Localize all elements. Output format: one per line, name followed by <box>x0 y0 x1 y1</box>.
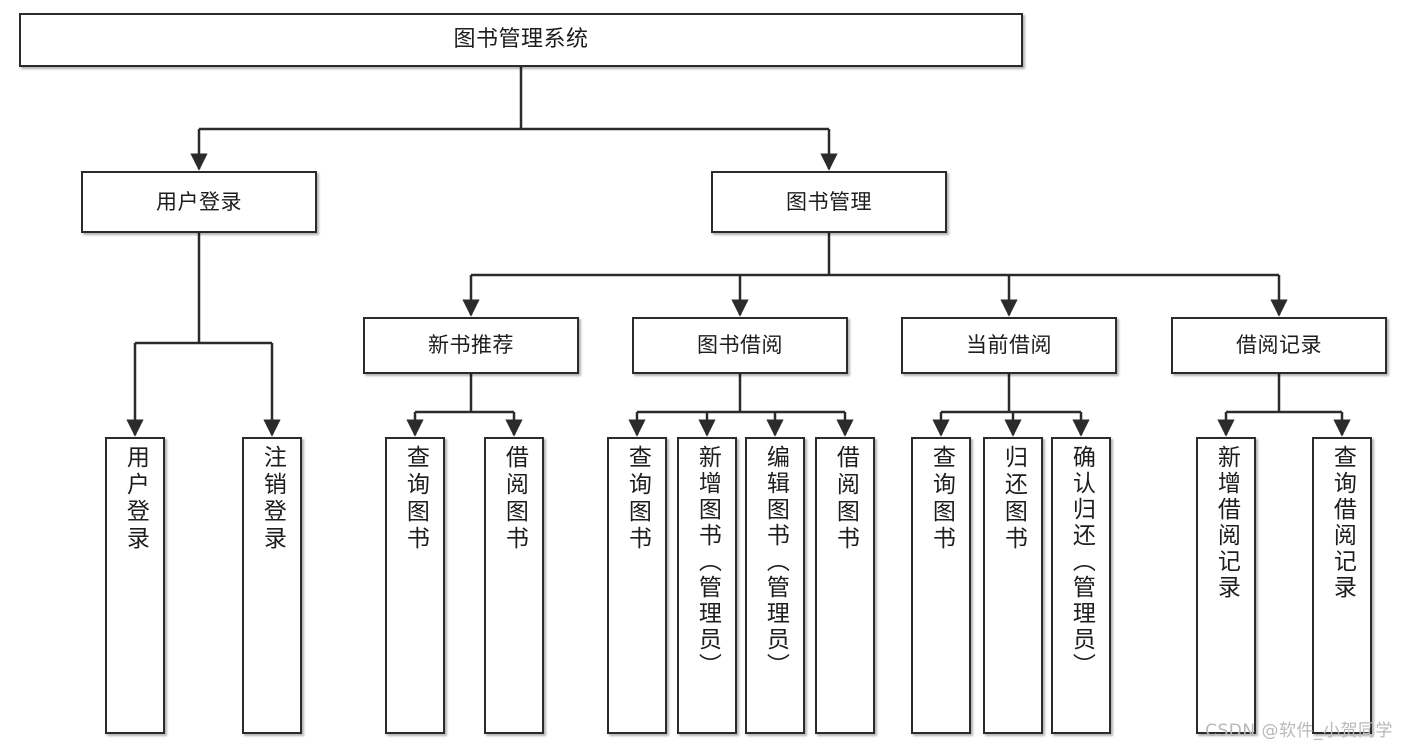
node-leaf-user-login[interactable]: 用户登录 <box>105 437 165 734</box>
node-leaf-add-borrow-record[interactable]: 新增借阅记录 <box>1196 437 1256 734</box>
node-leaf-query-book-recommend[interactable]: 查询图书 <box>385 437 445 734</box>
node-book-borrow[interactable]: 图书借阅 <box>632 317 848 374</box>
node-leaf-user-logout-label: 注销登录 <box>259 445 286 553</box>
node-leaf-edit-book-admin-label: 编辑图书（管理员） <box>762 445 789 679</box>
node-book-borrow-label: 图书借阅 <box>697 333 783 358</box>
node-borrow-record-label: 借阅记录 <box>1236 333 1322 358</box>
csdn-watermark: CSDN @软件_小贺同学 <box>1205 721 1393 741</box>
node-leaf-borrow-book-label: 借阅图书 <box>832 445 859 553</box>
node-leaf-confirm-return-admin-label: 确认归还（管理员） <box>1068 445 1095 679</box>
node-book-manage[interactable]: 图书管理 <box>711 171 947 233</box>
node-leaf-add-borrow-record-label: 新增借阅记录 <box>1213 445 1240 601</box>
node-leaf-user-login-label: 用户登录 <box>122 445 149 553</box>
node-book-manage-label: 图书管理 <box>786 189 872 214</box>
node-leaf-add-book-admin-label: 新增图书（管理员） <box>694 445 721 679</box>
node-leaf-query-borrow-record-label: 查询借阅记录 <box>1329 445 1356 601</box>
node-root[interactable]: 图书管理系统 <box>19 13 1023 67</box>
node-borrow-record[interactable]: 借阅记录 <box>1171 317 1387 374</box>
node-leaf-add-book-admin[interactable]: 新增图书（管理员） <box>677 437 737 734</box>
node-leaf-query-book-borrow-label: 查询图书 <box>624 445 651 553</box>
node-leaf-user-logout[interactable]: 注销登录 <box>242 437 302 734</box>
node-current-borrow-label: 当前借阅 <box>966 333 1052 358</box>
node-leaf-query-book-current[interactable]: 查询图书 <box>911 437 971 734</box>
node-leaf-confirm-return-admin[interactable]: 确认归还（管理员） <box>1051 437 1111 734</box>
node-leaf-query-book-recommend-label: 查询图书 <box>402 445 429 553</box>
node-leaf-query-book-borrow[interactable]: 查询图书 <box>607 437 667 734</box>
node-new-book-recommend-label: 新书推荐 <box>428 333 514 358</box>
node-leaf-borrow-book[interactable]: 借阅图书 <box>815 437 875 734</box>
node-leaf-query-borrow-record[interactable]: 查询借阅记录 <box>1312 437 1372 734</box>
node-current-borrow[interactable]: 当前借阅 <box>901 317 1117 374</box>
node-leaf-borrow-book-recommend-label: 借阅图书 <box>501 445 528 553</box>
node-leaf-edit-book-admin[interactable]: 编辑图书（管理员） <box>745 437 805 734</box>
node-new-book-recommend[interactable]: 新书推荐 <box>363 317 579 374</box>
node-leaf-return-book-label: 归还图书 <box>1000 445 1027 553</box>
node-leaf-return-book[interactable]: 归还图书 <box>983 437 1043 734</box>
node-leaf-borrow-book-recommend[interactable]: 借阅图书 <box>484 437 544 734</box>
node-user-login-label: 用户登录 <box>156 189 242 214</box>
node-root-label: 图书管理系统 <box>453 27 589 53</box>
node-user-login[interactable]: 用户登录 <box>81 171 317 233</box>
node-leaf-query-book-current-label: 查询图书 <box>928 445 955 553</box>
